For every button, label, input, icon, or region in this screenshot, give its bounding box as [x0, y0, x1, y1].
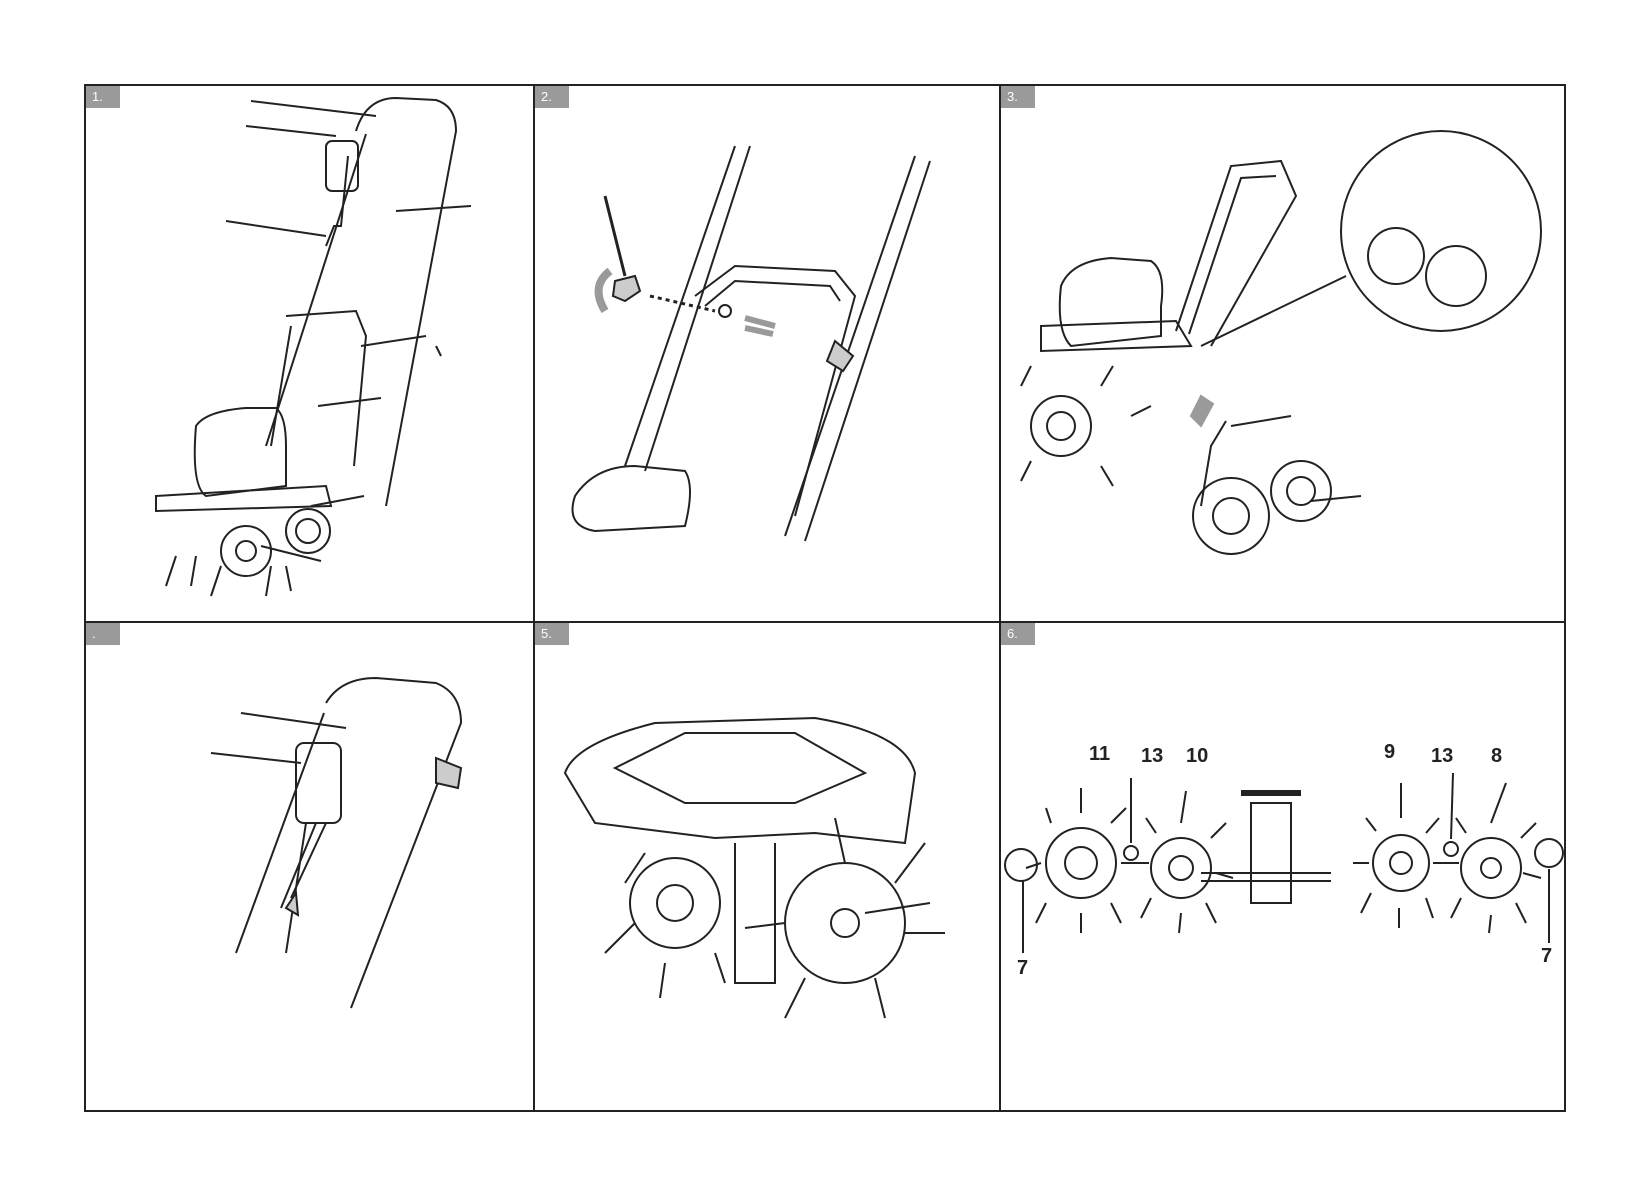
part-number-13-left: 13	[1141, 745, 1163, 768]
panel-3: 3.	[1001, 86, 1566, 621]
part-number-7-left: 7	[1017, 957, 1028, 980]
part-number-9: 9	[1384, 741, 1395, 764]
cable-handle-drawing	[86, 623, 533, 1112]
part-number-8: 8	[1491, 745, 1502, 768]
tiller-overview-drawing	[86, 86, 533, 621]
panel-1: 1.	[86, 86, 533, 621]
tine-guard-drawing	[535, 623, 999, 1112]
wheel-mounting-drawing	[1001, 86, 1566, 621]
part-number-7-right: 7	[1541, 945, 1552, 968]
part-number-13-right: 13	[1431, 745, 1453, 768]
tine-exploded-drawing	[1001, 623, 1566, 1112]
instruction-sheet: 1. 2.	[84, 84, 1566, 1112]
handle-knob-drawing	[535, 86, 999, 621]
panel-5: 5.	[535, 623, 999, 1112]
part-number-10: 10	[1186, 745, 1208, 768]
panel-4: .	[86, 623, 533, 1112]
part-number-11: 11	[1089, 743, 1110, 766]
panel-6: 6. 11 13 10 9	[1001, 623, 1566, 1112]
panel-2: 2.	[535, 86, 999, 621]
